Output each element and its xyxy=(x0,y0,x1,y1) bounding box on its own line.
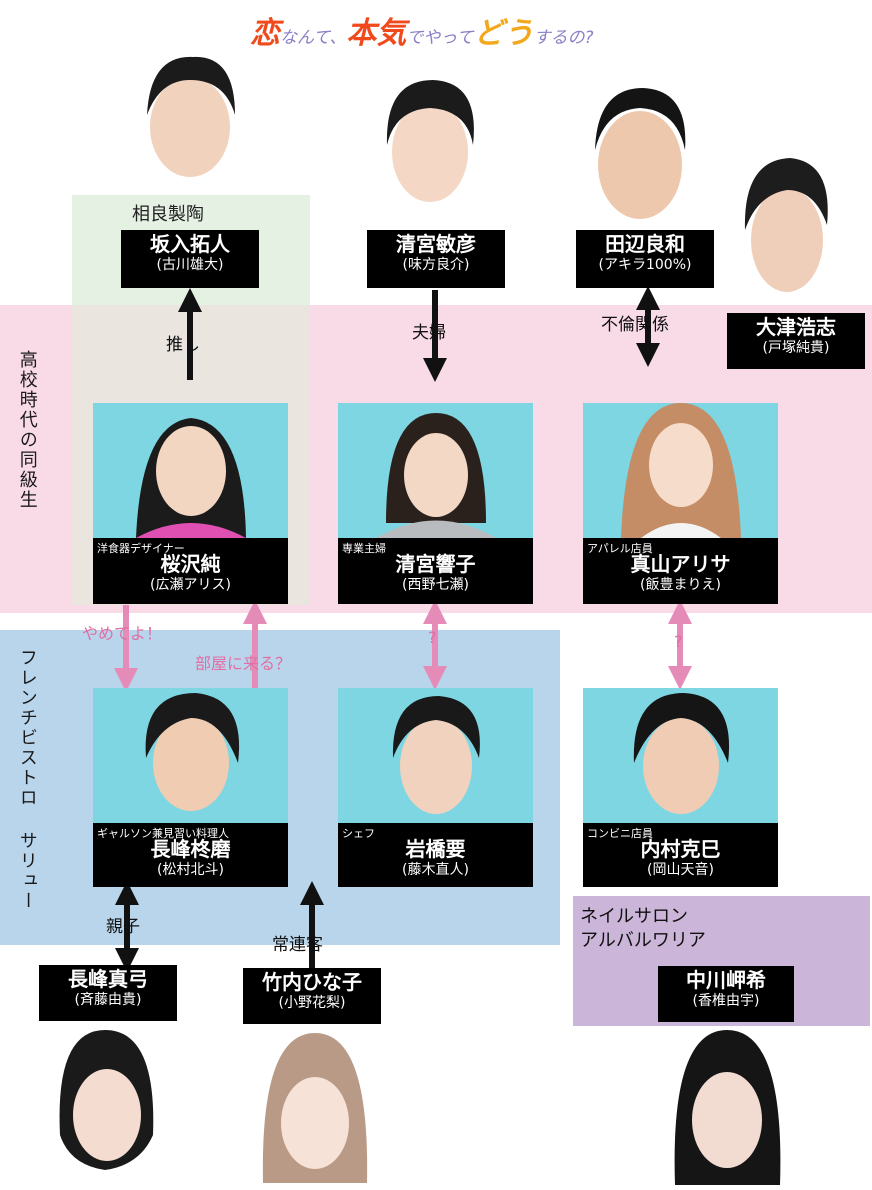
label-q1: ? xyxy=(428,628,437,647)
label-yamete: やめてよ！ xyxy=(82,624,163,643)
label-oyako: 親子 xyxy=(106,917,140,937)
nameplate-tanabe: 田辺良和 (アキラ100%) xyxy=(576,230,714,288)
face-icon xyxy=(674,1030,781,1185)
nameplate-iwahashi: シェフ 岩橋要 (藤木直人) xyxy=(338,823,533,887)
portrait-nakagawa xyxy=(665,1025,790,1185)
portrait-card-iwahashi xyxy=(338,688,533,823)
face-icon xyxy=(633,693,729,814)
label-furin: 不倫関係 xyxy=(601,315,669,335)
face-icon xyxy=(135,418,246,538)
title-part-1: なんて、 xyxy=(280,28,347,48)
portrait-sakairi xyxy=(135,45,245,185)
face-icon xyxy=(386,80,474,202)
portrait-card-nagamine-toma xyxy=(93,688,288,823)
nameplate-uchimura: コンビニ店員 内村克巳 (岡山天音) xyxy=(583,823,778,887)
nameplate-nakagawa: 中川岬希 (香椎由宇) xyxy=(658,966,794,1022)
nameplate-otsu: 大津浩志 (戸塚純貴) xyxy=(727,313,865,369)
face-icon xyxy=(145,693,239,811)
label-fuufu: 夫婦 xyxy=(412,323,446,343)
nameplate-kiyomiya-kyoko: 専業主婦 清宮響子 (西野七瀬) xyxy=(338,538,533,604)
portrait-kiyomiya-toshihiko xyxy=(375,70,485,210)
nameplate-mayama: アパレル店員 真山アリサ (飯豊まりえ) xyxy=(583,538,778,604)
nameplate-kiyomiya-toshihiko: 清宮敏彦 (味方良介) xyxy=(367,230,505,288)
face-icon xyxy=(147,56,235,177)
label-jouren: 常連客 xyxy=(272,935,323,955)
face-icon xyxy=(744,158,828,292)
face-icon xyxy=(375,413,496,538)
label-heya: 部屋に来る？ xyxy=(195,654,292,673)
face-icon xyxy=(620,403,741,538)
title-part-2: 本気 xyxy=(346,16,407,51)
nameplate-sakurazawa: 洋食器デザイナー 桜沢純 (広瀬アリス) xyxy=(93,538,288,604)
diagram-title: 恋なんて、本気でやってどうするの? xyxy=(250,8,770,54)
nameplate-sakairi: 坂入拓人 (古川雄大) xyxy=(121,230,259,288)
label-oshi: 推し xyxy=(166,335,200,355)
portrait-nagamine-mayumi xyxy=(45,1025,165,1180)
portrait-card-sakurazawa xyxy=(93,403,288,538)
portrait-card-uchimura xyxy=(583,688,778,823)
label-q2: ? xyxy=(674,632,683,651)
region-label-nail: ネイルサロン アルバルワリア xyxy=(580,906,706,952)
region-label-bistro: フレンチビストロ サリュー xyxy=(16,648,38,911)
title-part-3: でやって xyxy=(406,28,474,48)
face-icon xyxy=(59,1030,154,1170)
region-label-school: 高校時代の同級生 xyxy=(16,350,38,510)
title-part-0: 恋 xyxy=(250,16,280,51)
nameplate-nagamine-mayumi: 長峰真弓 (斉藤由貴) xyxy=(39,965,177,1021)
face-icon xyxy=(262,1033,368,1183)
face-icon xyxy=(392,696,480,814)
portrait-otsu xyxy=(735,150,835,300)
region-label-sagara: 相良製陶 xyxy=(132,204,204,225)
portrait-tanabe xyxy=(585,80,695,225)
nameplate-nagamine-toma: ギャルソン兼見習い料理人 長峰柊磨 (松村北斗) xyxy=(93,823,288,887)
title-part-4: どう xyxy=(473,16,534,51)
face-icon xyxy=(595,88,686,219)
title-part-5: するの? xyxy=(533,28,594,48)
portrait-card-mayama xyxy=(583,403,778,538)
portrait-card-kiyomiya-kyoko xyxy=(338,403,533,538)
portrait-takeuchi xyxy=(255,1028,375,1183)
nameplate-takeuchi: 竹内ひな子 (小野花梨) xyxy=(243,968,381,1024)
